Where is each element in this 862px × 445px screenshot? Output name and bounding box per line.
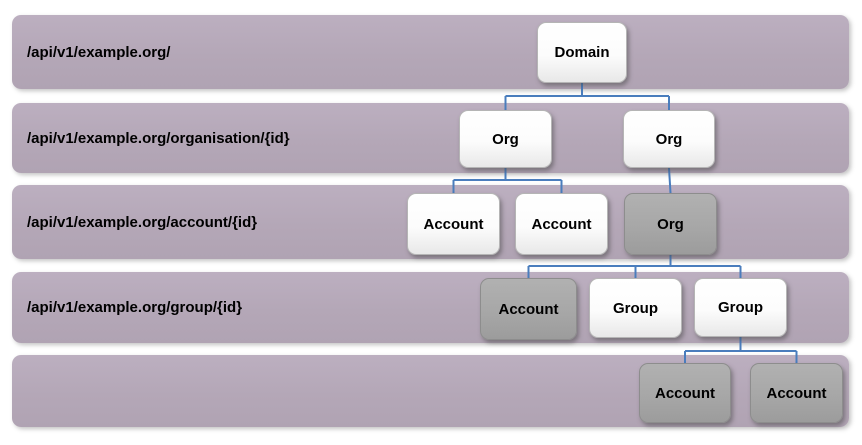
node-account-5: Account [750, 363, 843, 423]
node-account-2: Account [515, 193, 608, 255]
node-account-4-label: Account [655, 384, 715, 402]
node-org-sub-label: Org [657, 215, 684, 233]
band-organisation-label: /api/v1/example.org/organisation/{id} [27, 129, 290, 147]
node-account-3: Account [480, 278, 577, 340]
node-account-1: Account [407, 193, 500, 255]
node-org-left: Org [459, 110, 552, 168]
node-account-4: Account [639, 363, 731, 423]
node-domain: Domain [537, 22, 627, 83]
node-account-1-label: Account [423, 215, 484, 233]
node-group-2-label: Group [718, 299, 763, 316]
node-org-right-label: Org [655, 130, 683, 148]
node-group-1: Group [589, 278, 682, 338]
node-org-sub: Org [624, 193, 717, 255]
band-group-label: /api/v1/example.org/group/{id} [27, 299, 243, 316]
node-org-right: Org [623, 110, 715, 168]
node-org-left-label: Org [492, 130, 519, 148]
node-account-3-label: Account [498, 300, 559, 318]
band-domain-label: /api/v1/example.org/ [27, 43, 171, 61]
band-account-label: /api/v1/example.org/account/{id} [27, 213, 258, 231]
node-account-2-label: Account [531, 215, 592, 233]
node-group-2: Group [694, 278, 787, 337]
band-domain: /api/v1/example.org/ [12, 15, 849, 89]
node-account-5-label: Account [766, 384, 827, 402]
node-group-1-label: Group [613, 299, 658, 317]
connector-segment [668, 167, 672, 194]
node-domain-label: Domain [554, 44, 610, 61]
